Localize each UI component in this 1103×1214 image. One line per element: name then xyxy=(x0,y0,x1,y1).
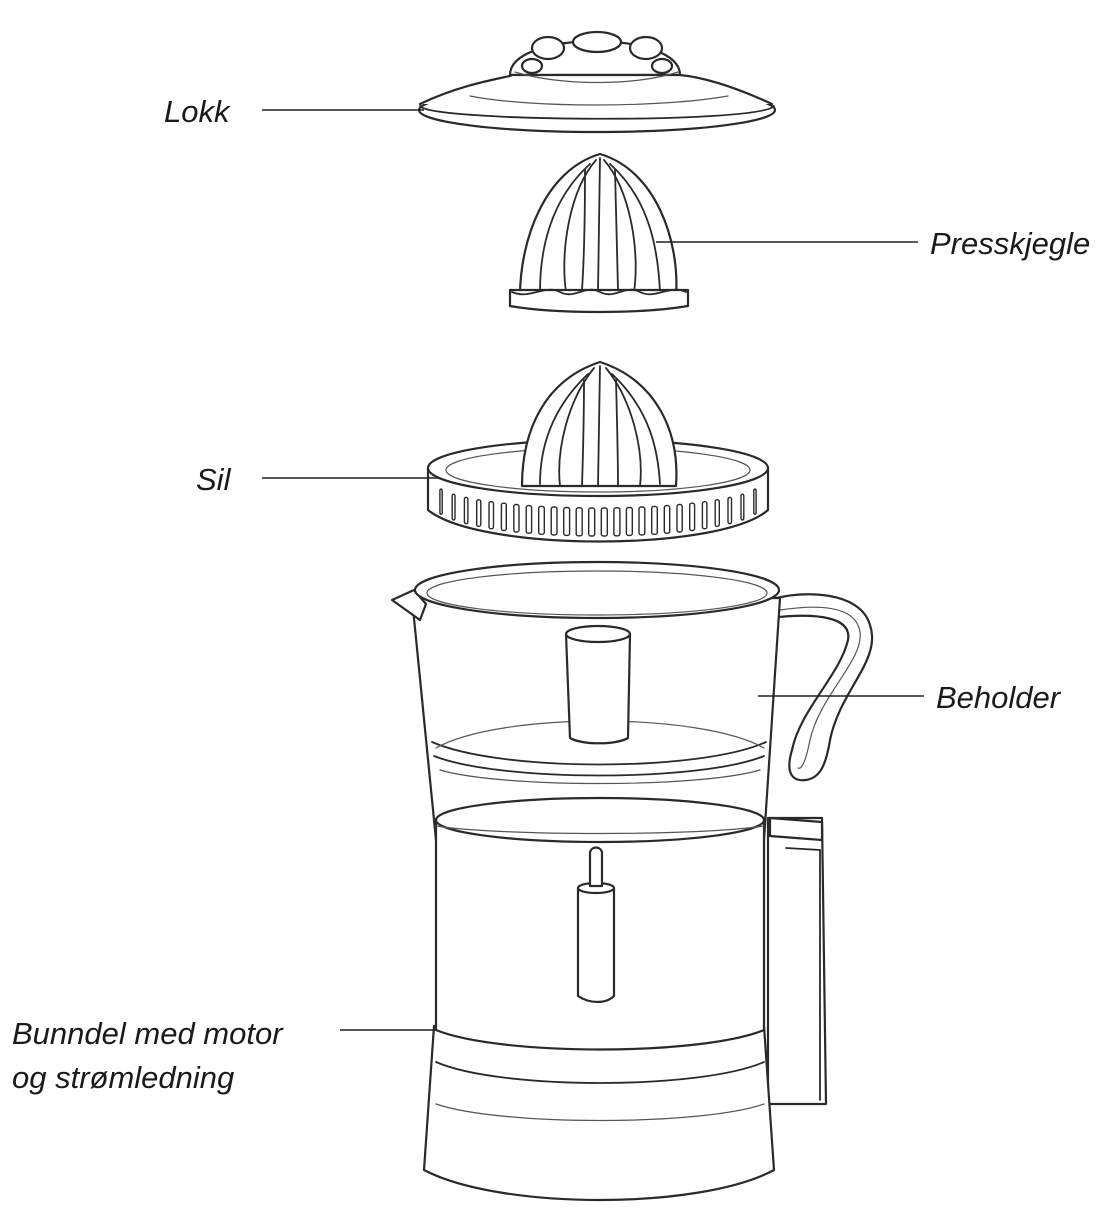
strainer-slot xyxy=(513,503,520,533)
strainer-slot xyxy=(488,501,495,530)
label-base-line1: Bunndel med motor xyxy=(12,1016,283,1051)
strainer-slot xyxy=(689,502,696,532)
strainer-slot xyxy=(476,499,482,528)
label-base: Bunndel med motor og strømledning xyxy=(12,1012,283,1100)
strainer-slot xyxy=(451,493,456,521)
strainer-slot xyxy=(714,499,721,528)
strainer-part xyxy=(426,360,770,543)
strainer-slot xyxy=(463,496,469,525)
container-part xyxy=(390,560,874,857)
strainer-slot xyxy=(613,507,621,537)
strainer-slot xyxy=(638,506,646,536)
strainer-slot xyxy=(651,505,659,535)
press-cone-part xyxy=(508,152,690,314)
strainer-slot xyxy=(727,496,733,525)
base-part xyxy=(422,796,828,1202)
strainer-slot xyxy=(753,488,757,515)
leader-lines xyxy=(262,109,924,1031)
label-base-line2: og strømledning xyxy=(12,1060,235,1095)
strainer-slot xyxy=(600,507,608,537)
strainer-slot xyxy=(563,506,571,537)
strainer-slot xyxy=(439,488,443,515)
strainer-slot xyxy=(525,504,533,534)
strainer-slot xyxy=(538,505,546,535)
strainer-slot xyxy=(550,506,558,536)
label-lid: Lokk xyxy=(164,94,230,129)
lid-part xyxy=(417,30,777,134)
strainer-slot xyxy=(676,503,683,533)
strainer-slot xyxy=(575,507,583,537)
label-container: Beholder xyxy=(936,680,1061,715)
strainer-slot xyxy=(625,506,634,537)
label-press-cone: Presskjegle xyxy=(930,226,1091,261)
strainer-slot xyxy=(663,504,671,534)
strainer-slot xyxy=(588,507,596,537)
strainer-slot xyxy=(500,502,507,532)
strainer-slot xyxy=(701,501,708,530)
label-strainer: Sil xyxy=(196,462,231,497)
strainer-slot xyxy=(740,493,745,521)
